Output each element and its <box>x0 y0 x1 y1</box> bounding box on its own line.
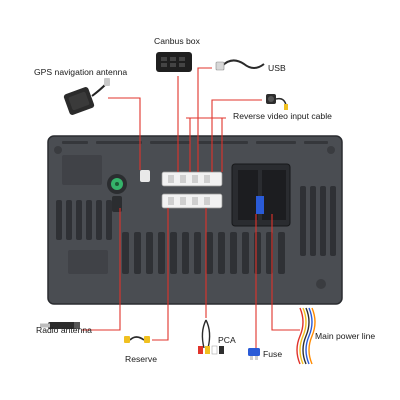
label-reserve: Reserve <box>125 354 157 364</box>
gps-port <box>107 174 127 194</box>
radio-antenna-plug-icon <box>40 322 80 329</box>
mount-boss <box>54 146 62 154</box>
mount-boss <box>316 279 326 289</box>
canbus-box-icon <box>156 52 192 72</box>
head-unit-rear-panel <box>47 135 343 305</box>
heatsink-fins-right <box>300 186 336 256</box>
mount-boss <box>327 146 335 154</box>
pca-harness-icon <box>198 319 224 355</box>
gps-antenna-icon <box>63 78 110 115</box>
label-fuse: Fuse <box>263 349 283 359</box>
heatsink-fins-bottom <box>122 232 285 274</box>
label-reverse-video: Reverse video input cable <box>233 111 332 121</box>
power-harness-icon <box>296 307 316 365</box>
label-pca: PCA <box>218 335 236 345</box>
camera-icon <box>266 94 288 110</box>
heatsink-fins-left <box>56 200 112 240</box>
label-gps-antenna: GPS navigation antenna <box>34 67 128 77</box>
callout-lines <box>82 67 300 350</box>
canbus-usb-connectors <box>161 171 223 209</box>
label-usb: USB <box>268 63 286 73</box>
label-canbus-box: Canbus box <box>154 36 200 46</box>
label-main-power: Main power line <box>315 331 376 341</box>
usb-port <box>140 170 150 182</box>
reserve-rca-icon <box>124 336 150 343</box>
fuse-icon <box>248 348 260 360</box>
main-harness-socket <box>231 163 291 227</box>
label-radio-antenna: Radio antenna <box>36 325 92 335</box>
usb-cable-icon <box>215 59 265 71</box>
